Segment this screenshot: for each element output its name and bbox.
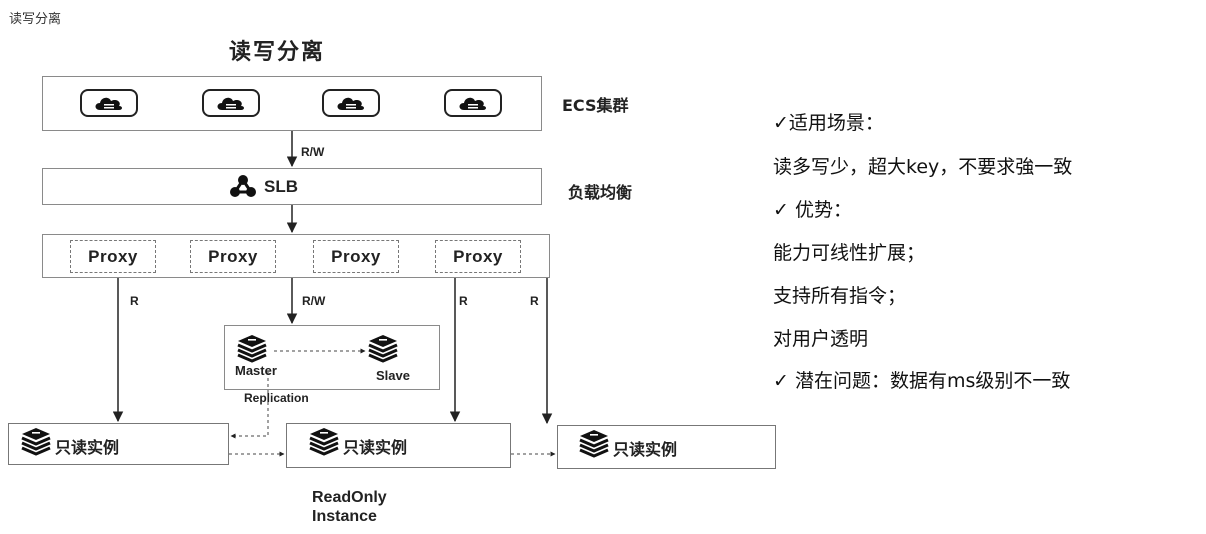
readonly-caption-line1: ReadOnly (312, 489, 387, 506)
readonly-caption: ReadOnly Instance (312, 488, 387, 526)
note-advantage-heading: ✓ 优势： (773, 199, 852, 221)
readonly-redis-icon (20, 426, 52, 456)
page-caption: 读写分离 (9, 12, 62, 27)
cloud-server-icon (202, 89, 260, 117)
master-redis-icon (236, 333, 268, 363)
load-balancer-label: 负载均衡 (568, 183, 633, 202)
note-advantage-1: 能力可线性扩展； (773, 242, 926, 264)
readonly-caption-line2: Instance (312, 508, 377, 525)
slave-label: Slave (376, 368, 410, 383)
readonly-redis-icon (308, 426, 340, 456)
readonly-instance-label: 只读实例 (55, 438, 120, 457)
replication-label: Replication (244, 391, 309, 405)
note-issue: ✓ 潜在问题：数据有ms级别不一致 (773, 370, 1071, 392)
note-advantage-2: 支持所有指令； (773, 285, 907, 307)
readonly-instance-label: 只读实例 (613, 440, 678, 459)
slb-label: SLB (264, 177, 298, 196)
cloud-server-icon (444, 89, 502, 117)
proxy-layer-box (42, 234, 550, 278)
ecs-cluster-label: ECS集群 (562, 96, 629, 115)
readonly-redis-icon (578, 428, 610, 458)
edge-label-r: R (130, 294, 139, 308)
edge-label-r: R (459, 294, 468, 308)
readonly-instance-label: 只读实例 (343, 438, 408, 457)
edge-label-rw-top: R/W (301, 145, 325, 159)
proxy-node: Proxy (435, 240, 521, 273)
cloud-server-icon (80, 89, 138, 117)
slb-box (42, 168, 542, 205)
proxy-node: Proxy (190, 240, 276, 273)
cloud-server-icon (322, 89, 380, 117)
note-advantage-3: 对用户透明 (773, 328, 869, 350)
note-scenario-heading: ✓适用场景： (773, 112, 884, 134)
diagram-title: 读写分离 (229, 40, 326, 65)
edge-label-rw: R/W (302, 294, 326, 308)
share-nodes-icon (229, 174, 257, 202)
edge-label-r: R (530, 294, 539, 308)
master-label: Master (235, 363, 277, 378)
note-scenario-text: 读多写少，超大key，不要求強一致 (773, 156, 1073, 178)
proxy-node: Proxy (70, 240, 156, 273)
slave-redis-icon (367, 333, 399, 363)
proxy-node: Proxy (313, 240, 399, 273)
